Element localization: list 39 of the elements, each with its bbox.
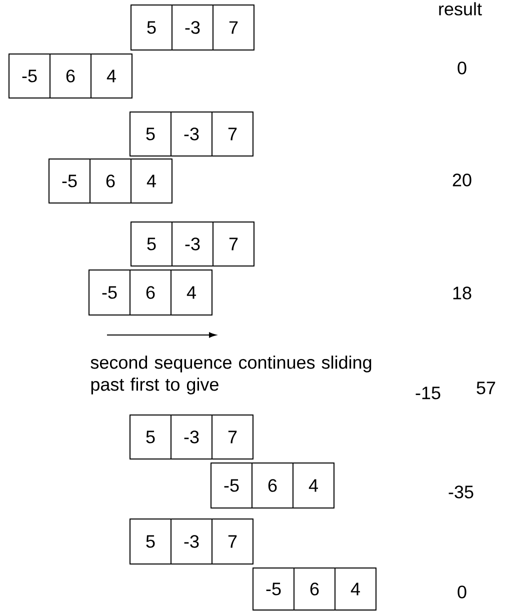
number-cell: 7: [212, 4, 254, 50]
number-cell: -3: [172, 4, 214, 50]
text-label: 0: [458, 586, 466, 598]
number-cell: 4: [130, 158, 172, 204]
number-cell: 5: [130, 112, 172, 156]
number-cell: 5: [130, 222, 172, 266]
number-cell: -3: [170, 414, 212, 460]
number-cell: 4: [170, 270, 212, 316]
number-cell: 6: [294, 568, 336, 610]
text-label: -35: [448, 486, 474, 498]
number-cell: -3: [170, 112, 212, 156]
number-cell: 5: [130, 414, 172, 460]
number-cell: -5: [88, 270, 130, 316]
number-cell: 4: [334, 568, 376, 610]
number-cell: 7: [212, 414, 254, 460]
text-label: 20: [452, 174, 472, 186]
number-cell: -5: [210, 462, 252, 508]
number-cell: 7: [212, 222, 254, 266]
number-cell: 6: [90, 158, 132, 204]
number-cell: -3: [170, 518, 212, 564]
number-cell: 6: [252, 462, 294, 508]
number-cell: -3: [172, 222, 214, 266]
number-cell: -5: [8, 54, 50, 98]
number-cell: -5: [252, 568, 294, 610]
text-label: 57: [476, 382, 496, 394]
number-cell: 5: [130, 4, 172, 50]
text-label: second sequence continues sliding past first to give: [90, 356, 372, 394]
number-cell: 4: [90, 54, 132, 98]
number-cell: 6: [130, 270, 172, 316]
number-cell: 6: [50, 54, 92, 98]
number-cell: 7: [212, 112, 254, 156]
number-cell: 4: [292, 462, 334, 508]
text-label: -15: [416, 386, 440, 400]
text-label: 18: [453, 286, 472, 300]
number-cell: 5: [130, 518, 172, 564]
number-cell: -5: [48, 158, 90, 204]
text-label: result: [439, 2, 482, 16]
text-label: 0: [458, 62, 466, 74]
number-cell: 7: [212, 518, 254, 564]
